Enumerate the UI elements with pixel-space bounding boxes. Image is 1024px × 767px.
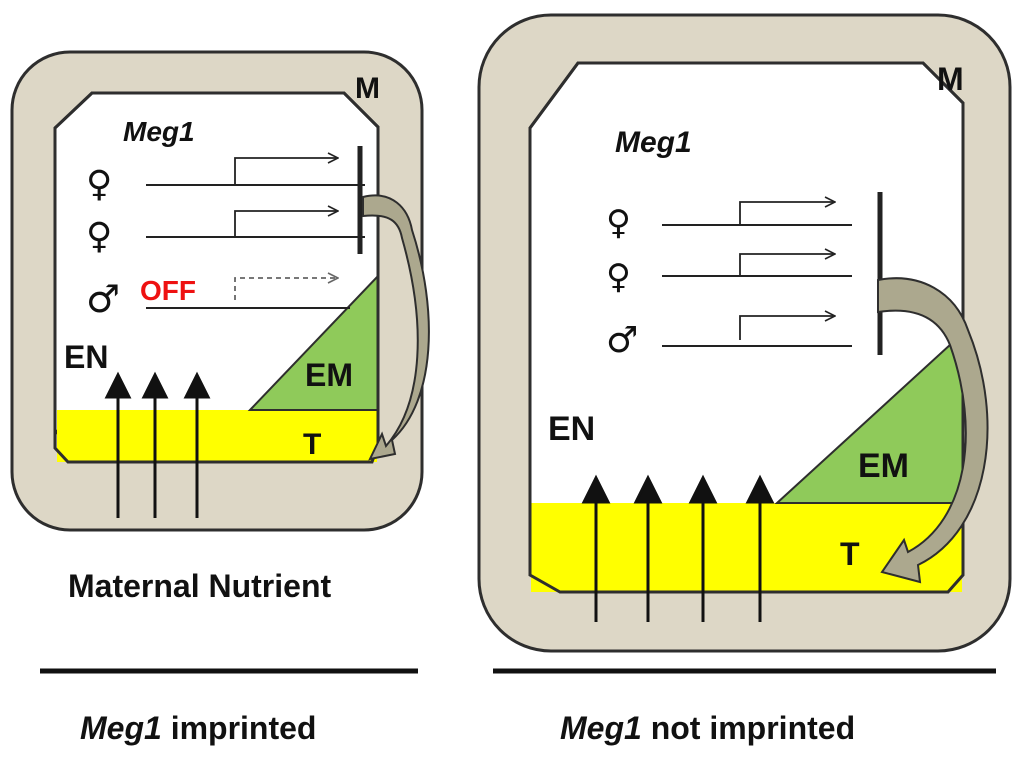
left-nutrient-arrowhead-2 — [141, 371, 169, 399]
right-transcription-arrow-3 — [739, 316, 835, 340]
right-nutrient-arrows — [581, 474, 775, 622]
left-nutrient-arrowhead-3 — [183, 371, 211, 399]
right-gene-label: Meg1 — [615, 126, 692, 159]
right-transcription-arrow-2 — [739, 254, 835, 276]
right-seed-panel: M Meg1 ♀ ♀ ♂ EN EM T — [477, 13, 1012, 674]
right-transfer-layer — [531, 503, 962, 592]
right-panel-caption: Meg1 not imprinted — [560, 710, 855, 747]
right-endosperm-label: EN — [548, 410, 595, 448]
left-caption-gene: Meg1 — [80, 710, 162, 746]
right-transfer-label: T — [840, 536, 860, 572]
right-nutrient-arrowhead-2 — [633, 474, 663, 504]
left-off-label: OFF — [140, 275, 196, 306]
left-gene-label: Meg1 — [123, 116, 195, 147]
right-maternal-label: M — [937, 61, 964, 97]
left-allele-female-1: ♀ — [86, 164, 112, 205]
left-allele-male: ♂ — [86, 277, 120, 321]
left-seed-panel: M Meg1 ♀ ♀ ♂ OFF EN EM T — [10, 50, 430, 674]
left-transfer-label: T — [303, 428, 321, 461]
right-endosperm-outline — [528, 61, 965, 594]
left-transcription-arrow-off — [234, 278, 338, 300]
right-caption-rest: not imprinted — [641, 710, 856, 746]
left-endosperm-outline — [53, 91, 380, 464]
left-endosperm-label: EN — [64, 339, 108, 375]
left-nutrient-arrowhead-1 — [104, 371, 132, 399]
right-allele-female-2: ♀ — [606, 257, 631, 297]
left-transfer-layer — [57, 410, 377, 462]
right-allele-male: ♂ — [606, 320, 638, 361]
left-allele-female-2: ♀ — [86, 216, 112, 257]
left-maternal-label: M — [355, 72, 380, 105]
left-embryo-label: EM — [305, 357, 353, 393]
right-embryo-label: EM — [858, 447, 909, 485]
right-caption-gene: Meg1 — [560, 710, 642, 746]
left-nutrient-caption: Maternal Nutrient — [68, 568, 332, 604]
left-caption-rest: imprinted — [161, 710, 317, 746]
right-transcription-arrow-1 — [739, 202, 835, 225]
left-nutrient-arrows — [104, 371, 211, 518]
left-panel-caption: Meg1 imprinted — [80, 710, 316, 747]
right-signal-curved-arrow — [877, 277, 989, 584]
left-signal-curved-arrow — [362, 194, 430, 461]
right-nutrient-arrowhead-3 — [688, 474, 718, 504]
right-nutrient-arrowhead-4 — [745, 474, 775, 504]
right-nutrient-arrowhead-1 — [581, 474, 611, 504]
right-allele-female-1: ♀ — [606, 203, 631, 243]
left-transcription-arrow-2 — [234, 211, 338, 237]
left-transcription-arrow-1 — [234, 158, 338, 185]
